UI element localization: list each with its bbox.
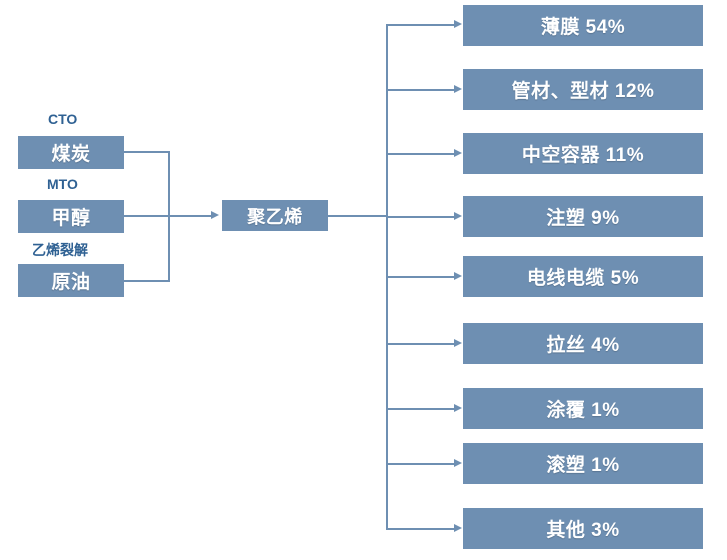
- arrow-head-branch-7: [454, 404, 462, 412]
- arrow-head-branch-5: [454, 272, 462, 280]
- connector-branch-9: [386, 528, 455, 530]
- downstream-box-wire-cable[interactable]: 电线电缆 5%: [463, 256, 703, 297]
- downstream-box-rotational-molding[interactable]: 滚塑 1%: [463, 443, 703, 484]
- process-label-mto: MTO: [47, 176, 78, 192]
- arrow-head-branch-9: [454, 524, 462, 532]
- process-label-ethylene-cracking: 乙烯裂解: [32, 242, 88, 258]
- arrow-head-branch-4: [454, 212, 462, 220]
- connector-branch-6: [386, 343, 455, 345]
- connector-branch-4: [386, 216, 455, 218]
- connector-branch-8: [386, 463, 455, 465]
- connector-branch-5: [386, 276, 455, 278]
- arrow-head-branch-2: [454, 85, 462, 93]
- connector-branch-1: [386, 24, 455, 26]
- process-label-cto: CTO: [48, 111, 78, 127]
- connector-methanol-to-trunk: [124, 215, 170, 217]
- arrow-head-branch-8: [454, 459, 462, 467]
- arrow-head-branch-6: [454, 339, 462, 347]
- arrow-head-branch-3: [454, 149, 462, 157]
- connector-trunk-to-hub: [168, 215, 212, 217]
- connector-coal-to-trunk: [124, 151, 170, 153]
- feedstock-box-methanol[interactable]: 甲醇: [18, 200, 124, 233]
- downstream-box-hollow-container[interactable]: 中空容器 11%: [463, 133, 703, 174]
- downstream-box-coating[interactable]: 涂覆 1%: [463, 388, 703, 429]
- downstream-box-others[interactable]: 其他 3%: [463, 508, 703, 549]
- connector-branch-7: [386, 408, 455, 410]
- hub-box-polyethylene[interactable]: 聚乙烯: [222, 200, 328, 231]
- downstream-box-pipe-profile[interactable]: 管材、型材 12%: [463, 69, 703, 110]
- arrow-head-branch-1: [454, 20, 462, 28]
- connector-hub-to-right-trunk: [328, 215, 388, 217]
- arrow-head-hub: [211, 211, 219, 219]
- downstream-box-injection-molding[interactable]: 注塑 9%: [463, 196, 703, 237]
- feedstock-box-crude-oil[interactable]: 原油: [18, 264, 124, 297]
- downstream-box-film[interactable]: 薄膜 54%: [463, 5, 703, 46]
- connector-crude-to-trunk: [124, 280, 170, 282]
- connector-branch-2: [386, 89, 455, 91]
- connector-branch-3: [386, 153, 455, 155]
- feedstock-box-coal[interactable]: 煤炭: [18, 136, 124, 169]
- downstream-box-drawing[interactable]: 拉丝 4%: [463, 323, 703, 364]
